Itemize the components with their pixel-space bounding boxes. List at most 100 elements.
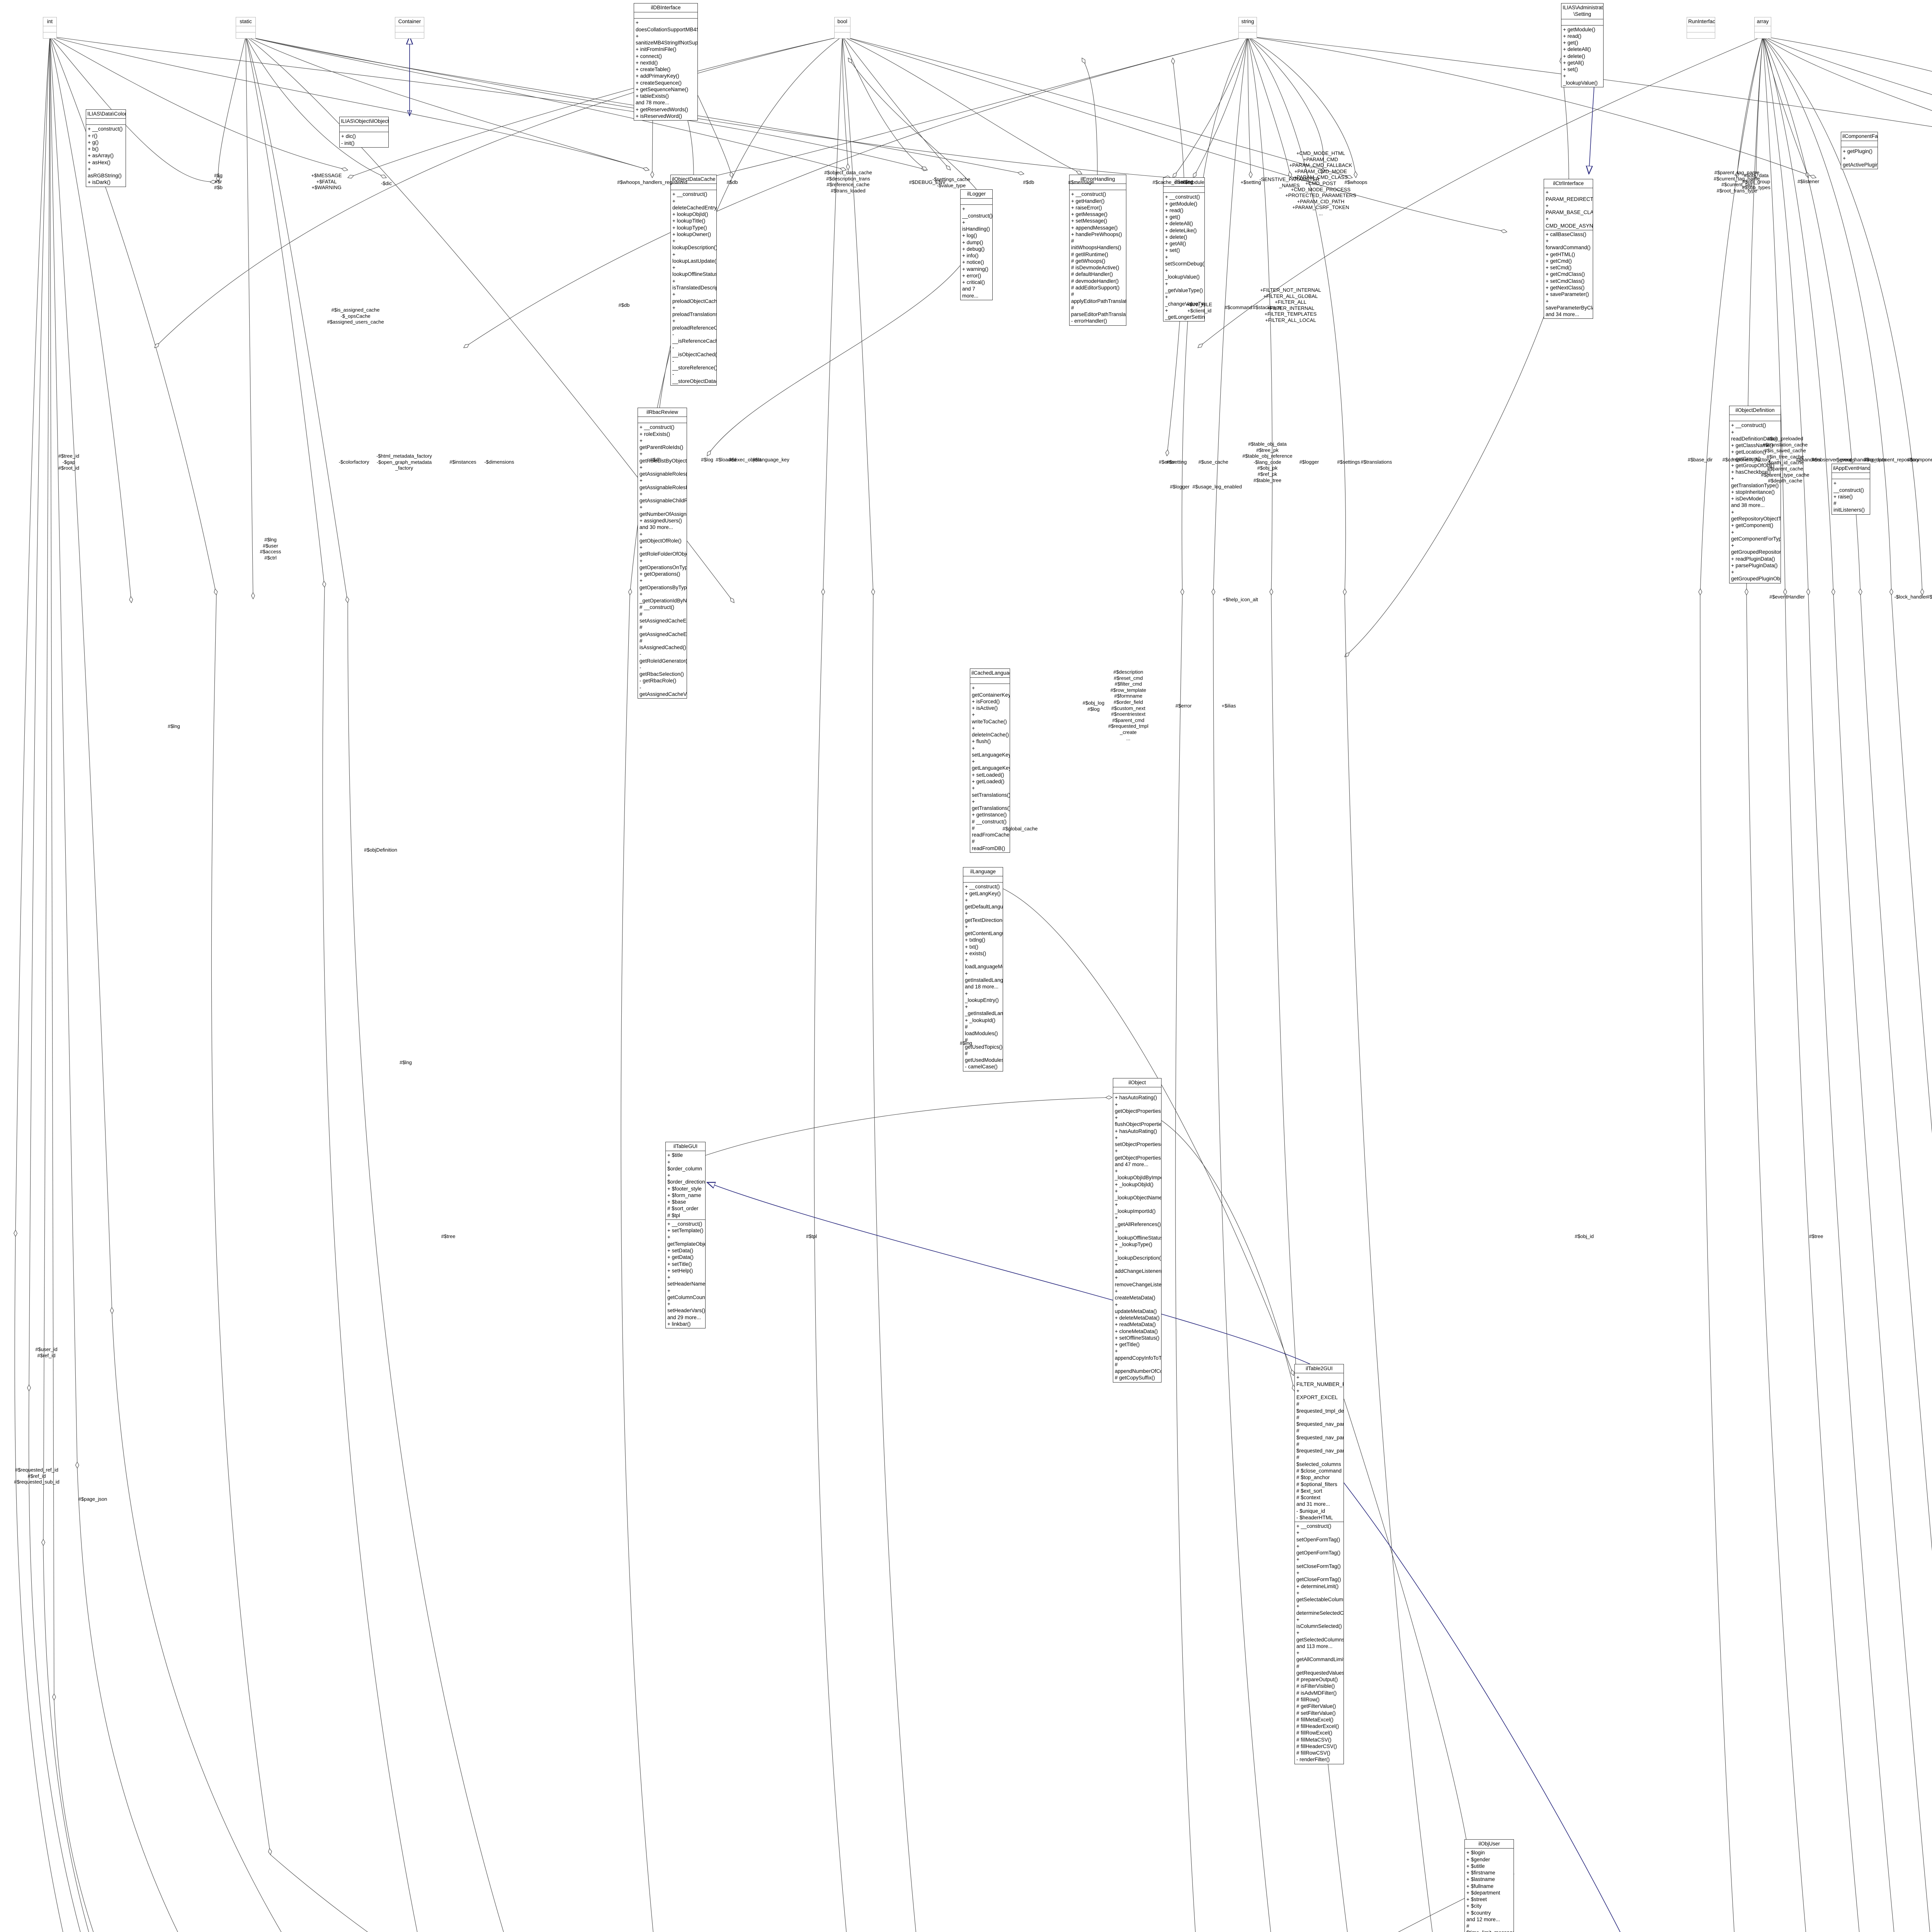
uml-class-attributes <box>236 26 255 33</box>
edge-label: -$colorfactory <box>338 459 369 465</box>
uml-class-attributes: + FILTER_NUMBER_RANGE + EXPORT_EXCEL # $… <box>1295 1373 1344 1522</box>
uml-class-attributes <box>671 184 716 190</box>
uml-class-node[interactable]: int <box>43 17 57 39</box>
uml-class-operations <box>1755 32 1771 38</box>
uml-class-node[interactable]: Container <box>395 17 424 39</box>
uml-class-node[interactable]: ilErrorHandling+ __construct() + getHand… <box>1069 175 1126 326</box>
edge-label: -SENSTIVE_PARAMETER _NAMES <box>1259 176 1320 188</box>
edge-label: #$logger <box>1299 459 1319 465</box>
uml-class-operations: + __construct() + getHandler() + raiseEr… <box>1071 191 1126 324</box>
uml-class-node[interactable]: static <box>236 17 256 39</box>
uml-class-node[interactable]: RunInterface <box>1687 17 1715 39</box>
uml-class-operations: + getPlugin() + getActivePluginsInSlot() <box>1843 148 1878 168</box>
edge-label: +CMD_MODE_HTML +PARAM_CMD +PARAM_CMD_FAL… <box>1285 150 1356 217</box>
uml-class-attributes <box>1841 141 1878 148</box>
uml-class-attributes <box>1070 184 1126 190</box>
uml-class-node[interactable]: ilObjectDefinition+ __construct() + read… <box>1729 406 1781 583</box>
uml-class-attributes <box>340 126 388 133</box>
edge-label: #$db <box>1023 179 1034 185</box>
edge-label: #$db <box>726 179 738 185</box>
edge-label: #$usage_log_enabled <box>1192 484 1242 490</box>
uml-class-node[interactable]: ilCachedLanguage+ getContainerKey() + is… <box>970 668 1010 853</box>
uml-class-node[interactable]: ilAppEventHandler+ __construct() + raise… <box>1832 464 1870 515</box>
edge-label: +$module <box>1182 179 1204 185</box>
uml-class-operations: + __construct() + getModule() + read() +… <box>1165 194 1205 320</box>
uml-class-node[interactable]: ilLanguage+ __construct() + getLangKey()… <box>963 867 1003 1071</box>
uml-class-attributes <box>1239 26 1257 33</box>
edge-label: -$dic <box>381 180 392 187</box>
uml-class-node[interactable]: array <box>1754 17 1771 39</box>
edge-label: #$use_cache <box>1198 459 1228 465</box>
uml-class-title: static <box>236 17 255 27</box>
uml-class-node[interactable]: ILIAS\Data\Color + __construct() + r() + … <box>86 109 126 187</box>
uml-class-title: ilObject <box>1113 1078 1161 1088</box>
edge-label: #$description #$reset_cmd #$filter_cmd #… <box>1108 669 1149 741</box>
uml-class-title: ilLogger <box>961 190 992 199</box>
uml-class-node[interactable]: ilRbacReview+ __construct() + roleExists… <box>638 408 687 699</box>
uml-class-attributes <box>963 876 1003 883</box>
edge-label: +$INI_FILE +$client_id <box>1186 301 1213 313</box>
uml-class-attributes <box>1113 1087 1161 1094</box>
edge-label: #$whoops_handlers_registered <box>617 179 687 185</box>
edge-label: -$settings_cache -$value_type <box>932 176 971 188</box>
edge-label: +$MESSAGE +$FATAL +$WARNING <box>311 172 342 190</box>
edge-label: #$language_key <box>752 457 789 463</box>
edge-label: #$tree <box>1809 1233 1823 1240</box>
edge-label: #$oc_preloaded #$translation_cache #$is_… <box>1761 435 1810 484</box>
uml-class-title: ILIAS\Administration \Setting <box>1561 3 1603 19</box>
edge-label: #$logger <box>1170 484 1190 490</box>
uml-class-node[interactable]: bool <box>834 17 850 39</box>
uml-class-attributes <box>395 26 424 33</box>
uml-class-operations <box>1687 32 1715 38</box>
edge-label: #$lng <box>400 1060 412 1066</box>
edge-label: #$error <box>1159 459 1175 465</box>
uml-class-node[interactable]: ilCtrlInterface+ PARAM_REDIRECT + PARAM_… <box>1544 179 1593 319</box>
uml-class-node[interactable]: ilTableGUI+ $title + $order_column + $or… <box>665 1142 706 1329</box>
edge-label: #$g #$r #$b <box>214 172 223 190</box>
uml-class-attributes <box>961 199 992 205</box>
edge-label: -$event_handling_data <box>1835 457 1886 463</box>
uml-class-operations <box>395 32 424 38</box>
uml-class-node[interactable]: ILIAS\Administration \Setting + getModule… <box>1561 3 1604 87</box>
uml-class-attributes <box>43 26 56 33</box>
edge-label: #$lng <box>168 723 180 730</box>
uml-class-node[interactable]: ILIAS\Object\ilObjectDIC+ dic() - init() <box>339 117 389 148</box>
uml-class-operations <box>236 32 255 38</box>
edge-label: #$global_cache <box>1002 826 1038 832</box>
uml-class-node[interactable]: ilObject+ hasAutoRating() + getObjectPro… <box>1113 1078 1162 1383</box>
edge-label: #$tree <box>441 1233 456 1240</box>
uml-class-attributes <box>1730 415 1781 422</box>
uml-class-operations: + __construct() + r() + g() + b() + asAr… <box>88 126 123 185</box>
edge-label: +$setting <box>1240 179 1261 185</box>
uml-class-node[interactable]: ilTable2GUI+ FILTER_NUMBER_RANGE + EXPOR… <box>1294 1364 1344 1764</box>
edge-label: #$translations <box>1361 459 1392 465</box>
uml-class-node[interactable]: ilSetting+ __construct() + getModule() +… <box>1163 177 1205 322</box>
uml-class-node[interactable]: ilObjUser+ $login + $gender + $utitle + … <box>1464 1839 1514 1932</box>
uml-class-attributes <box>970 678 1010 684</box>
edge-label: #$resource_cache <box>1927 594 1932 600</box>
edge-label: #$lng #$user #$access #$ctrl <box>260 536 281 561</box>
edge-label: +$help_icon_alt <box>1223 597 1258 603</box>
edge-label: -$html_metadata_factory -$open_graph_met… <box>376 453 432 471</box>
uml-class-node[interactable]: ilDBInterface+ doesCollationSupportMB4St… <box>634 3 698 121</box>
uml-class-node[interactable]: ilObjectDataCache+ __construct() + delet… <box>670 175 717 386</box>
edge-label: -$dimensions <box>484 459 514 465</box>
edge-label: #$whoops <box>1344 179 1367 185</box>
uml-class-operations: + __construct() + deleteCachedEntry() + … <box>672 191 717 384</box>
edge-label: #$tpl <box>806 1233 817 1240</box>
edge-label: #$log <box>701 457 713 463</box>
uml-class-title: string <box>1239 17 1257 27</box>
uml-class-operations: + __construct() + setTemplate() + getTem… <box>667 1221 706 1327</box>
edge-label: #$requested_ref_id #$ref_id #$requested_… <box>14 1467 60 1485</box>
uml-class-node[interactable]: ilComponentFactory+ getPlugin() + getAct… <box>1841 132 1878 170</box>
edge-label: #$eventHandler <box>1769 594 1805 600</box>
uml-class-operations: + getModule() + read() + get() + deleteA… <box>1563 26 1598 86</box>
edge-label: #$tree_id -$gap #$root_id <box>58 453 80 471</box>
uml-class-title: ILIAS\Data\Color <box>86 110 126 119</box>
uml-class-node[interactable]: string <box>1238 17 1257 39</box>
uml-class-operations <box>43 32 56 38</box>
uml-class-node[interactable]: ilLogger+ __construct() + isHandling() +… <box>960 189 993 300</box>
edge-label: #$exec_object <box>729 457 761 463</box>
edge-label: #$settings <box>1337 459 1360 465</box>
